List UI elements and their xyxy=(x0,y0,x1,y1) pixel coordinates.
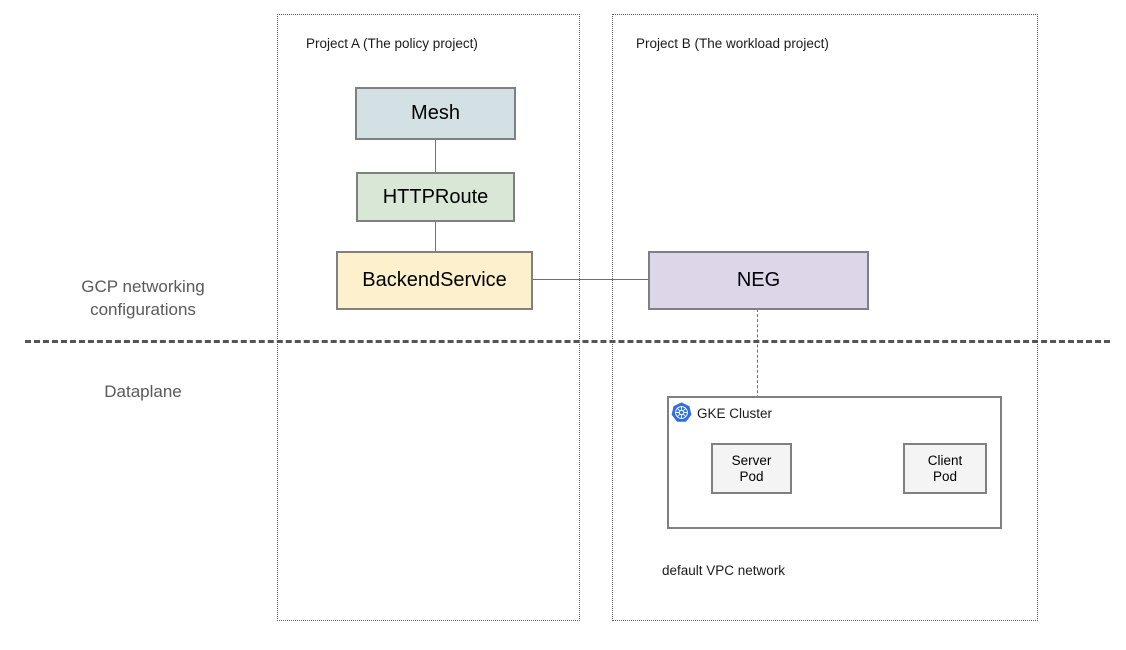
project-b-label: Project B (The workload project) xyxy=(636,36,829,51)
project-a-label: Project A (The policy project) xyxy=(306,36,478,51)
kubernetes-icon xyxy=(671,402,692,422)
tier-label-networking: GCP networking configurations xyxy=(81,277,205,319)
project-b-container xyxy=(612,14,1038,621)
connector-httproute-to-backendservice xyxy=(435,221,436,252)
connector-mesh-to-httproute xyxy=(435,139,436,173)
node-httproute[interactable]: HTTPRoute xyxy=(356,172,515,222)
connector-neg-to-server-pod xyxy=(757,309,758,444)
gke-cluster-label: GKE Cluster xyxy=(697,406,773,421)
node-neg[interactable]: NEG xyxy=(648,251,869,310)
project-a-container xyxy=(277,14,580,621)
tier-label-dataplane: Dataplane xyxy=(104,382,182,401)
node-client-pod-label: Client Pod xyxy=(927,452,963,484)
node-mesh[interactable]: Mesh xyxy=(355,87,516,140)
vpc-network-label: default VPC network xyxy=(662,563,786,578)
tier-divider xyxy=(25,340,1110,343)
node-neg-label: NEG xyxy=(736,269,781,291)
node-backendservice-label: BackendService xyxy=(362,269,507,291)
node-server-pod[interactable]: Server Pod xyxy=(711,443,792,494)
node-server-pod-label: Server Pod xyxy=(731,452,772,484)
node-httproute-label: HTTPRoute xyxy=(382,185,489,208)
node-client-pod[interactable]: Client Pod xyxy=(903,443,987,494)
connector-backendservice-to-neg xyxy=(532,279,649,280)
node-mesh-label: Mesh xyxy=(411,102,460,124)
node-backendservice[interactable]: BackendService xyxy=(336,251,533,310)
